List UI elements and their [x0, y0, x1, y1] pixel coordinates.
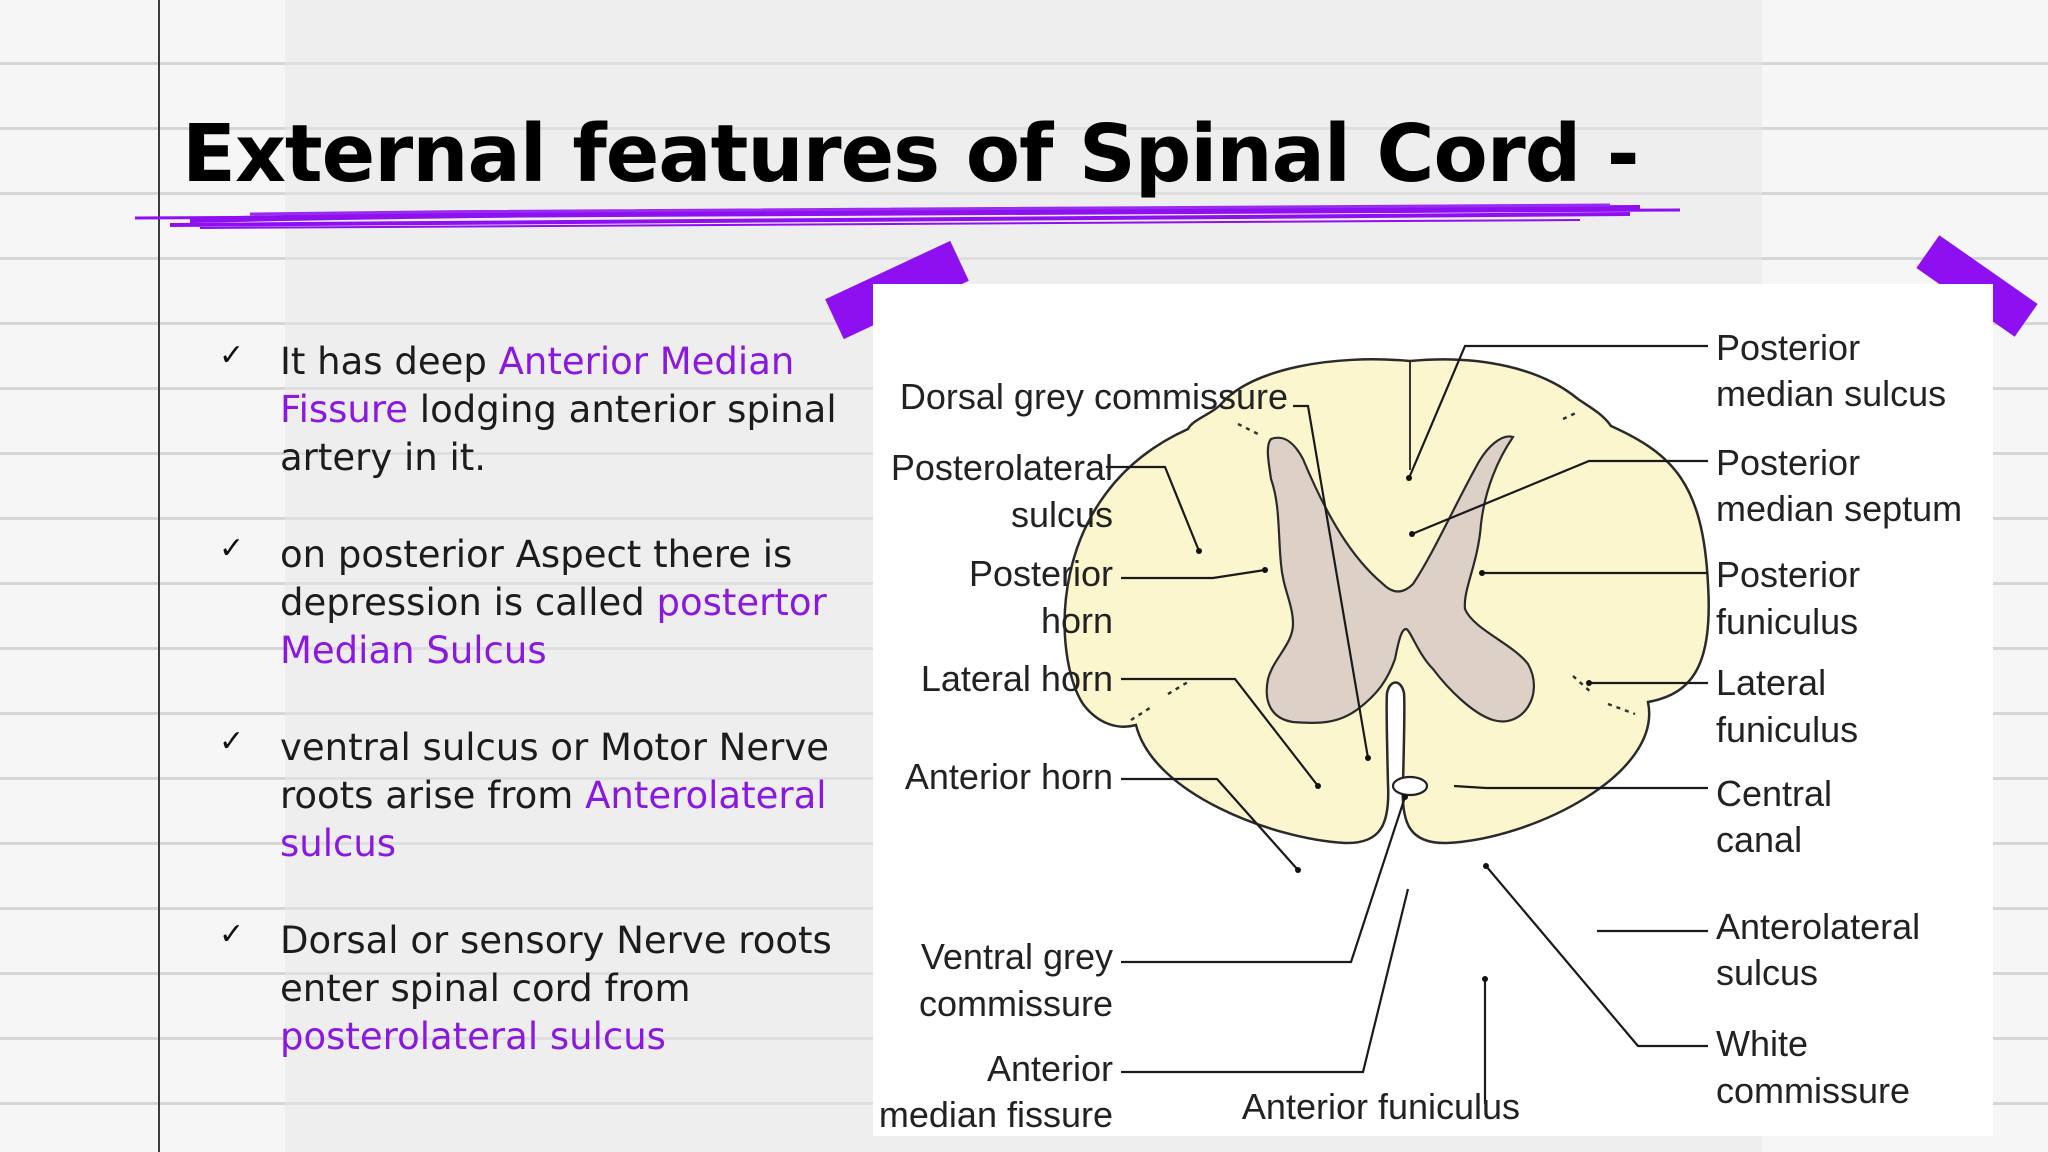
label-lateral-funiculus-line1: Lateral: [1716, 662, 1826, 703]
spinal-cord-cross-section: Dorsal grey commissure Posterolateral su…: [879, 327, 1962, 1135]
checkmark-icon: ✓: [219, 531, 245, 566]
bullet-text-segment: Dorsal or sensory Nerve roots enter spin…: [280, 919, 832, 1010]
label-anterior-funiculus: Anterior funiculus: [1242, 1086, 1520, 1127]
label-posterior-horn-line1: Posterior: [969, 553, 1113, 594]
label-posterior-median-septum-line1: Posterior: [1716, 442, 1860, 483]
spinal-cord-diagram: Dorsal grey commissure Posterolateral su…: [873, 284, 1993, 1136]
label-posterior-median-sulcus-line1: Posterior: [1716, 327, 1860, 368]
highlighted-term: Anterior Median Fissure: [280, 340, 795, 431]
leader-lines-left: [1106, 404, 1410, 1074]
highlighted-term: postertor Median Sulcus: [280, 581, 827, 672]
title-scribble-underline: [134, 203, 1681, 229]
label-central-canal-line1: Central: [1716, 773, 1832, 814]
bullet-text: on posterior Aspect there is depression …: [280, 533, 827, 672]
label-posterior-median-septum-line2: median septum: [1716, 488, 1962, 529]
notebook-margin-line: [158, 0, 160, 1152]
label-white-commissure-line1: White: [1716, 1023, 1808, 1064]
label-lateral-horn: Lateral horn: [921, 658, 1113, 699]
label-white-commissure-line2: commissure: [1716, 1070, 1910, 1111]
checkmark-icon: ✓: [219, 917, 245, 952]
bullet-list: ✓ It has deep Anterior Median Fissure lod…: [215, 338, 865, 1110]
label-lateral-funiculus-line2: funiculus: [1716, 709, 1858, 750]
label-posterolateral-sulcus-line1: Posterolateral: [891, 447, 1113, 488]
bullet-text: It has deep Anterior Median Fissure lodg…: [280, 340, 837, 479]
label-ventral-grey-commissure-line1: Ventral grey: [921, 936, 1113, 977]
label-anterior-median-fissure-line2: median fissure: [879, 1094, 1113, 1135]
bullet-item: ✓ Dorsal or sensory Nerve roots enter spi…: [215, 917, 865, 1061]
bullet-text-segment: lodging anterior spinal artery in it.: [280, 388, 837, 479]
label-anterior-median-fissure-line1: Anterior: [987, 1048, 1113, 1089]
highlighted-term: posterolateral sulcus: [280, 1015, 666, 1058]
label-posterior-funiculus-line2: funiculus: [1716, 601, 1858, 642]
posterolateral-sulcus-dots: [1237, 410, 1579, 436]
bullet-text-segment: It has deep: [280, 340, 499, 383]
anterolateral-sulcus-dots: [1130, 675, 1636, 722]
central-canal: [1391, 775, 1429, 797]
label-posterior-funiculus-line1: Posterior: [1716, 554, 1860, 595]
label-anterior-horn: Anterior horn: [905, 756, 1113, 797]
bullet-text: Dorsal or sensory Nerve roots enter spin…: [280, 919, 832, 1058]
grey-matter: [1265, 435, 1535, 724]
checkmark-icon: ✓: [219, 724, 245, 759]
leader-dots: [1196, 475, 1592, 982]
slide-title: External features of Spinal Cord -: [182, 108, 1640, 200]
label-posterolateral-sulcus-line2: sulcus: [1011, 494, 1113, 535]
checkmark-icon: ✓: [219, 338, 245, 373]
label-ventral-grey-commissure-line2: commissure: [919, 983, 1113, 1024]
bullet-item: ✓ ventral sulcus or Motor Nerve roots ari…: [215, 724, 865, 868]
label-posterior-horn-line2: horn: [1041, 600, 1113, 641]
bullet-item: ✓ on posterior Aspect there is depression…: [215, 531, 865, 675]
label-dorsal-grey-commissure: Dorsal grey commissure: [900, 376, 1288, 417]
bullet-text: ventral sulcus or Motor Nerve roots aris…: [280, 726, 829, 865]
bullet-item: ✓ It has deep Anterior Median Fissure lod…: [215, 338, 865, 482]
label-anterolateral-sulcus-line2: sulcus: [1716, 952, 1818, 993]
highlighted-term: Anterolateral sulcus: [280, 774, 827, 865]
bullet-text-segment: ventral sulcus or Motor Nerve roots aris…: [280, 726, 829, 817]
leader-lines-right: [1407, 344, 1708, 1104]
label-central-canal-line2: canal: [1716, 819, 1802, 860]
bullet-text-segment: on posterior Aspect there is depression …: [280, 533, 793, 624]
label-posterior-median-sulcus-line2: median sulcus: [1716, 373, 1946, 414]
label-anterolateral-sulcus-line1: Anterolateral: [1716, 906, 1920, 947]
